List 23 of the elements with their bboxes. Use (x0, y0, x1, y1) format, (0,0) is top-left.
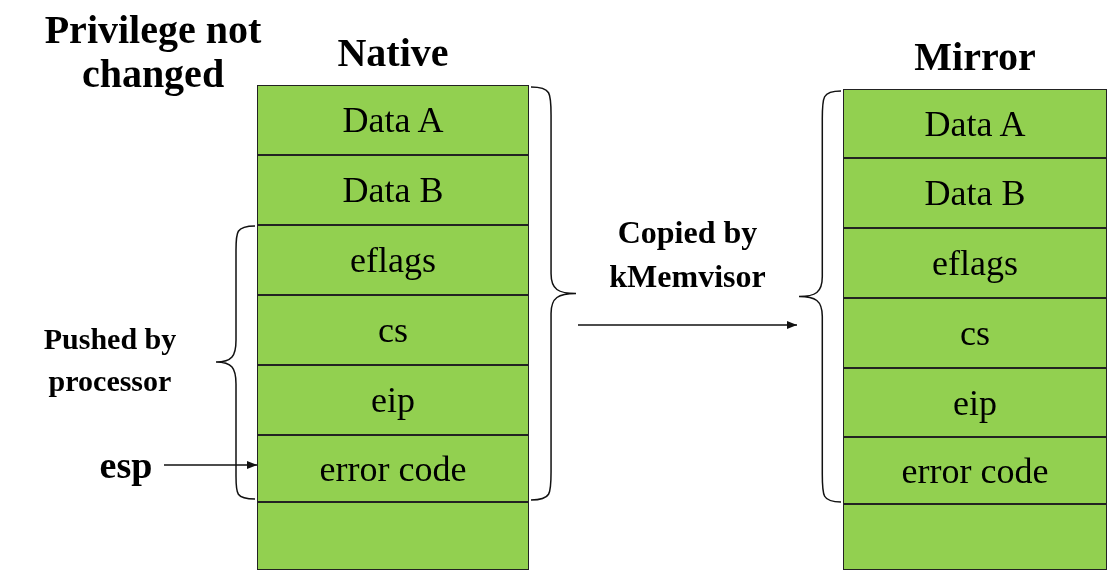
stack-cell: Data A (843, 89, 1107, 158)
empty-stack-cell (843, 504, 1107, 570)
arrow (163, 460, 258, 470)
stack-cell: eflags (257, 225, 529, 295)
stack-title: Mirror (913, 34, 1037, 80)
curly-brace (529, 85, 578, 502)
stack-cell: error code (257, 435, 529, 502)
arrow (577, 320, 798, 330)
pointer-label: esp (88, 442, 164, 488)
annotation-text: Pushed by processor (42, 321, 178, 399)
edge-label: Copied by kMemvisor (608, 213, 767, 296)
stack-cell: eip (843, 368, 1107, 437)
empty-stack-cell (257, 502, 529, 570)
stack-cell: cs (257, 295, 529, 365)
stack-cell: Data B (843, 158, 1107, 228)
stack-cell: Data A (257, 85, 529, 155)
stack-cell: eflags (843, 228, 1107, 298)
stack-cell: eip (257, 365, 529, 435)
stack-cell: cs (843, 298, 1107, 368)
stack-title: Native (336, 30, 450, 76)
curly-brace (797, 89, 843, 504)
stack-cell: error code (843, 437, 1107, 504)
stack-cell: Data B (257, 155, 529, 225)
